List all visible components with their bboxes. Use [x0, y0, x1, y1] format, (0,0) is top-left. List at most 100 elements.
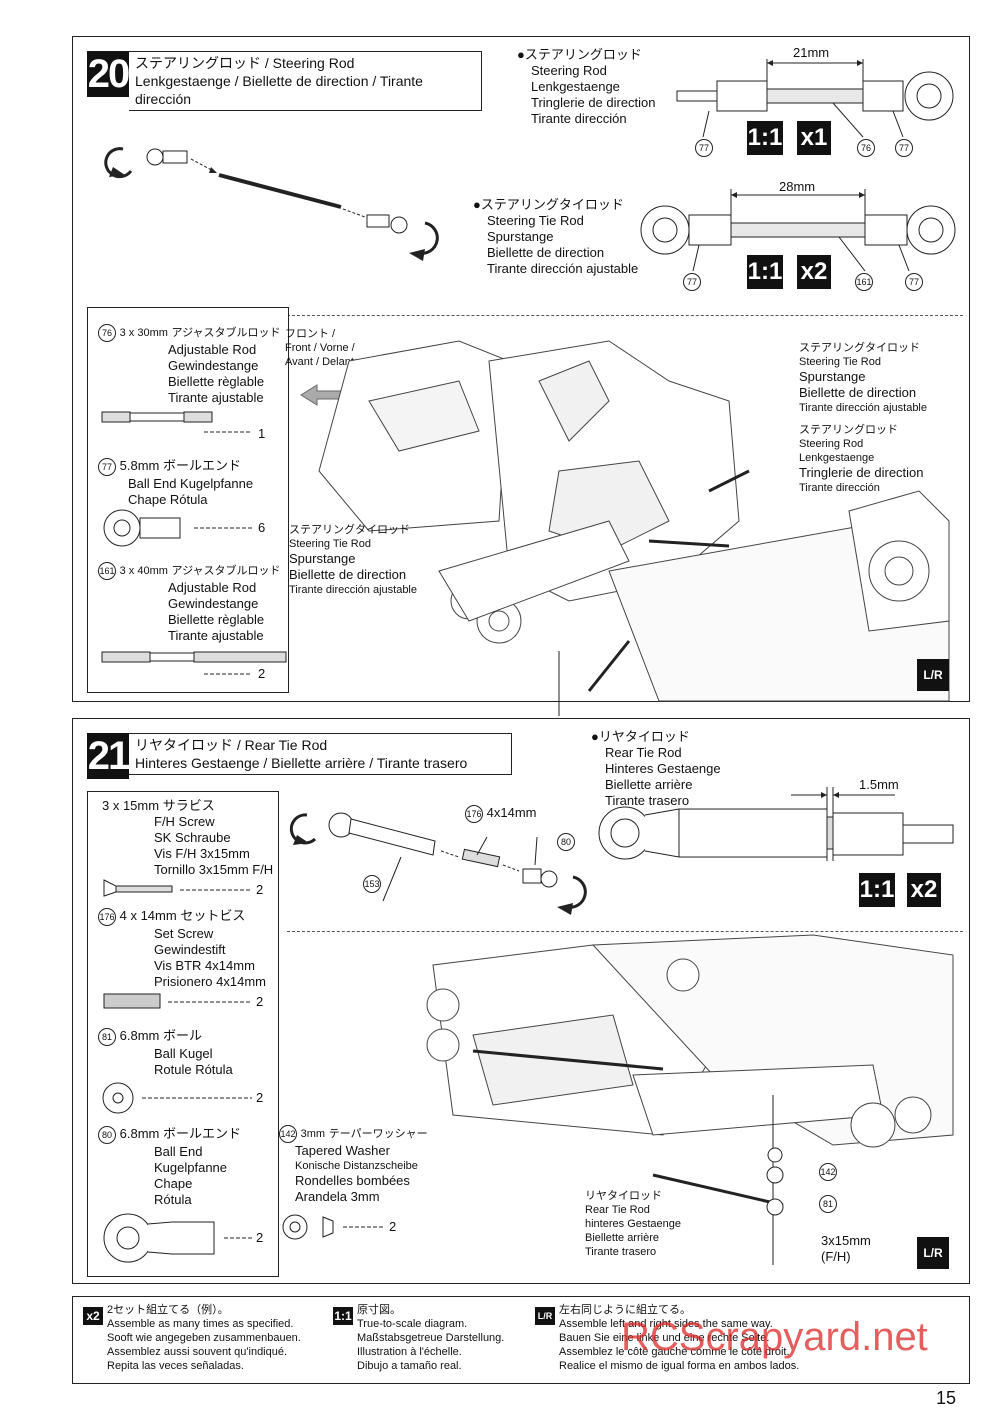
- part-76-es: Tirante ajustable: [168, 390, 264, 405]
- tie-rod-diagram: [640, 189, 956, 272]
- legend-x2-fr: Assemblez aussi souvent qu'indiqué.: [107, 1346, 288, 1358]
- rear-rod-exploded: [289, 812, 587, 915]
- callout-right-tie-rod: ステアリングタイロッド Steering Tie Rod Spurstange …: [799, 341, 927, 415]
- page-number: 15: [936, 1388, 957, 1408]
- part-161-de: Gewindestange: [168, 596, 259, 611]
- part-fh-screw: 3 x 15mm サラビス F/H Screw SK Schraube Vis …: [102, 798, 273, 878]
- callout-rear-tie-fr: Biellette arrière: [585, 1232, 659, 1244]
- exploded-set-screw-label: 176 4x14mm: [465, 805, 536, 823]
- part-80-en: Ball End: [154, 1144, 203, 1159]
- callout-right-rod-de: Lenkgestaenge: [799, 452, 875, 464]
- part-80-number: 80: [98, 1126, 116, 1144]
- part-80-qty: 2: [256, 1230, 264, 1245]
- part-80-de: Kugelpfanne: [154, 1160, 228, 1175]
- legend-lr-fr: Assemblez le côté gauche comme le côté d…: [559, 1346, 790, 1358]
- step-20-parts-box: 76 3 x 30mm アジャスタブルロッド Adjustable Rod Ge…: [87, 307, 289, 693]
- legend-1to1-text: 原寸図。 True-to-scale diagram. Maßstabsgetr…: [357, 1303, 504, 1373]
- part-161-size: 3 x 40mm: [119, 565, 168, 577]
- part-fh-screw-en: F/H Screw: [154, 814, 215, 829]
- part-81-size: 6.8mm: [119, 1028, 160, 1043]
- part-142-size: 3mm: [300, 1128, 326, 1140]
- screw-icon: [103, 879, 252, 897]
- part-176-size: 4 x 14mm: [119, 908, 177, 923]
- part-142-es: Arandela 3mm: [295, 1189, 380, 1204]
- legend-1to1-es: Dibujo a tamaño real.: [357, 1360, 462, 1372]
- step-20-divider: [287, 315, 963, 316]
- legend-1to1-jp: 原寸図。: [357, 1304, 401, 1316]
- part-80: 80 6.8mm ボールエンド Ball End Kugelpfanne Cha…: [98, 1126, 241, 1208]
- callout-right-rod-es: Tirante dirección: [799, 482, 880, 494]
- legend-lr-es: Realice el mismo de igual forma en ambos…: [559, 1360, 800, 1372]
- part-142-fr: Rondelles bombées: [295, 1173, 410, 1188]
- part-77-en-de: Ball End Kugelpfanne: [128, 476, 254, 491]
- step-21-title-en: / Rear Tie Rod: [236, 737, 328, 753]
- part-81-fr-es: Rotule Rótula: [154, 1062, 233, 1077]
- qty-x2-badge-2: x2: [907, 873, 941, 907]
- tie-rod-de: Spurstange: [487, 229, 554, 244]
- step-title-jp: ステアリングロッド: [135, 55, 261, 71]
- part-77-size: 5.8mm: [119, 458, 160, 473]
- legend-lr-badge: L/R: [535, 1307, 555, 1325]
- part-77-fr-es: Chape Rótula: [128, 492, 208, 507]
- tie-rod-jp: ●ステアリングタイロッド: [473, 197, 624, 212]
- steering-rod-part-76: 76: [857, 139, 875, 157]
- lr-badge-step21: L/R: [917, 1237, 949, 1269]
- part-76-size: 3 x 30mm: [119, 327, 168, 339]
- steering-rod-dimension: 21mm: [793, 45, 830, 60]
- part-176-en: Set Screw: [154, 926, 214, 941]
- steering-rod-part-77b: 77: [895, 139, 913, 157]
- part-fh-screw-jp: サラビス: [162, 798, 215, 813]
- legend-lr-en: Assemble left and right sides the same w…: [559, 1318, 773, 1330]
- part-81-jp: ボール: [162, 1028, 202, 1043]
- tie-rod-part-161: 161: [855, 273, 873, 291]
- tie-rod-es: Tirante dirección ajustable: [487, 261, 639, 276]
- part-76-qty: 1: [258, 426, 266, 441]
- exploded-80: 80: [557, 833, 575, 851]
- part-80-jp: ボールエンド: [162, 1126, 241, 1141]
- legend-x2-badge: x2: [83, 1307, 103, 1325]
- part-fh-screw-fr: Vis F/H 3x15mm: [154, 846, 250, 861]
- part-161-es: Tirante ajustable: [168, 628, 264, 643]
- step-number-21: 21: [87, 733, 130, 779]
- part-fh-screw-size: 3 x 15mm: [102, 798, 160, 813]
- part-176-de: Gewindestift: [154, 942, 226, 957]
- callout-right-rod-en: Steering Rod: [799, 438, 864, 450]
- step-21-parts-box: 3 x 15mm サラビス F/H Screw SK Schraube Vis …: [87, 791, 279, 1277]
- front-chassis-illustration: [318, 340, 950, 716]
- part-76-jp: アジャスタブルロッド: [171, 327, 281, 339]
- callout-right-steering-rod: ステアリングロッド Steering Rod Lenkgestaenge Tri…: [799, 423, 924, 495]
- part-81-number: 81: [98, 1028, 116, 1046]
- callout-left-tie-de: Spurstange: [289, 551, 356, 566]
- part-176-number: 176: [98, 908, 116, 926]
- legend-x2-de: Sooft wie angegeben zusammenbauen.: [107, 1332, 301, 1344]
- callout-right-tie-en: Steering Tie Rod: [799, 356, 881, 368]
- part-fh-screw-es: Tornillo 3x15mm F/H: [154, 862, 274, 877]
- part-142-qty: 2: [389, 1219, 397, 1234]
- tie-rod-label: ●ステアリングタイロッド Steering Tie Rod Spurstange…: [473, 197, 638, 277]
- part-77-number: 77: [98, 458, 116, 476]
- rear-tie-rod-es: Tirante trasero: [605, 793, 690, 808]
- step-number: 20: [87, 51, 130, 97]
- callout-right-tie-de: Spurstange: [799, 369, 866, 384]
- part-81-qty: 2: [256, 1090, 264, 1105]
- steering-rod-label: ●ステアリングロッド Steering Rod Lenkgestaenge Tr…: [517, 47, 656, 127]
- callout-right-rod-jp: ステアリングロッド: [799, 424, 898, 436]
- exploded-screw-size: 4x14mm: [486, 805, 537, 820]
- step-21-divider: [287, 931, 963, 932]
- part-81-en-de: Ball Kugel: [154, 1046, 213, 1061]
- part-176: 176 4 x 14mm セットビス Set Screw Gewindestif…: [98, 908, 266, 990]
- rear-rod-dimension: 1.5mm: [859, 777, 899, 792]
- steering-rod-part-77a: 77: [695, 139, 713, 157]
- legend-lr-jp: 左右同じように組立てる。: [559, 1304, 691, 1316]
- part-80-fr: Chape: [154, 1176, 193, 1191]
- tie-rod-dimension: 28mm: [779, 179, 816, 194]
- assembly-label-142: 142: [819, 1163, 837, 1181]
- ball-end-icon: [103, 1213, 252, 1263]
- steering-rod-fr: Tringlerie de direction: [531, 95, 656, 110]
- callout-rear-tie-jp: リヤタイロッド: [585, 1190, 662, 1202]
- callout-right-rod-fr: Tringlerie de direction: [799, 465, 924, 480]
- screw-callout-type: (F/H): [821, 1249, 851, 1264]
- rear-tie-rod-label: ●リヤタイロッド Rear Tie Rod Hinteres Gestaenge…: [591, 729, 721, 809]
- legend-1to1-en: True-to-scale diagram.: [357, 1318, 468, 1330]
- callout-right-tie-fr: Biellette de direction: [799, 385, 917, 400]
